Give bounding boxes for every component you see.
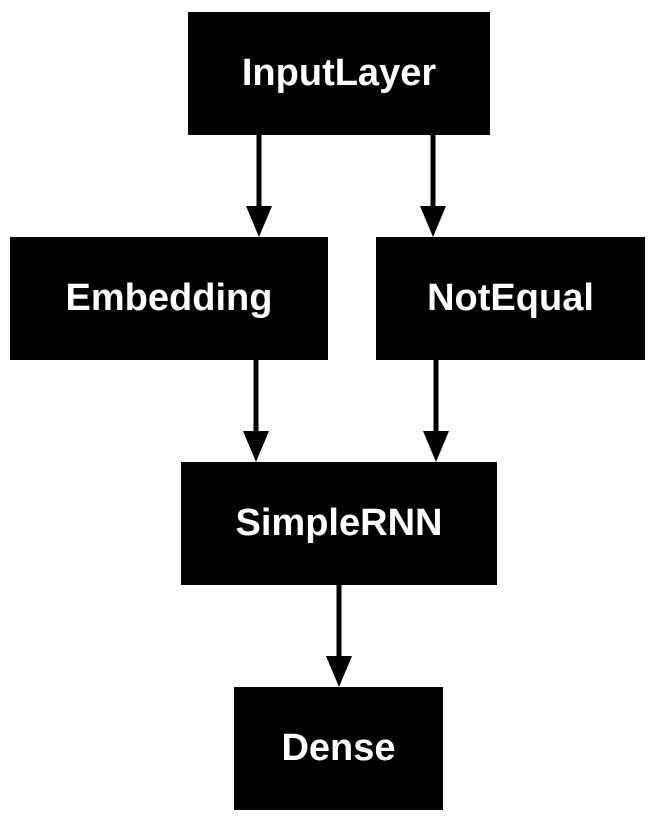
node-label: NotEqual [427,277,594,319]
edge-input-to-notequal [420,135,446,237]
edge-rnn-to-dense [326,585,352,687]
node-label: Embedding [65,277,273,319]
node-label: SimpleRNN [235,502,443,544]
edge-input-to-embedding [246,135,272,237]
node-label: InputLayer [241,52,437,94]
node-not-equal: NotEqual [376,237,645,360]
edge-notequal-to-rnn [423,360,449,462]
edge-embedding-to-rnn [243,360,269,462]
node-label: Dense [281,727,396,769]
node-dense: Dense [234,687,443,810]
node-simple-rnn: SimpleRNN [181,462,497,585]
node-input-layer: InputLayer [188,12,490,135]
node-embedding: Embedding [10,237,328,360]
